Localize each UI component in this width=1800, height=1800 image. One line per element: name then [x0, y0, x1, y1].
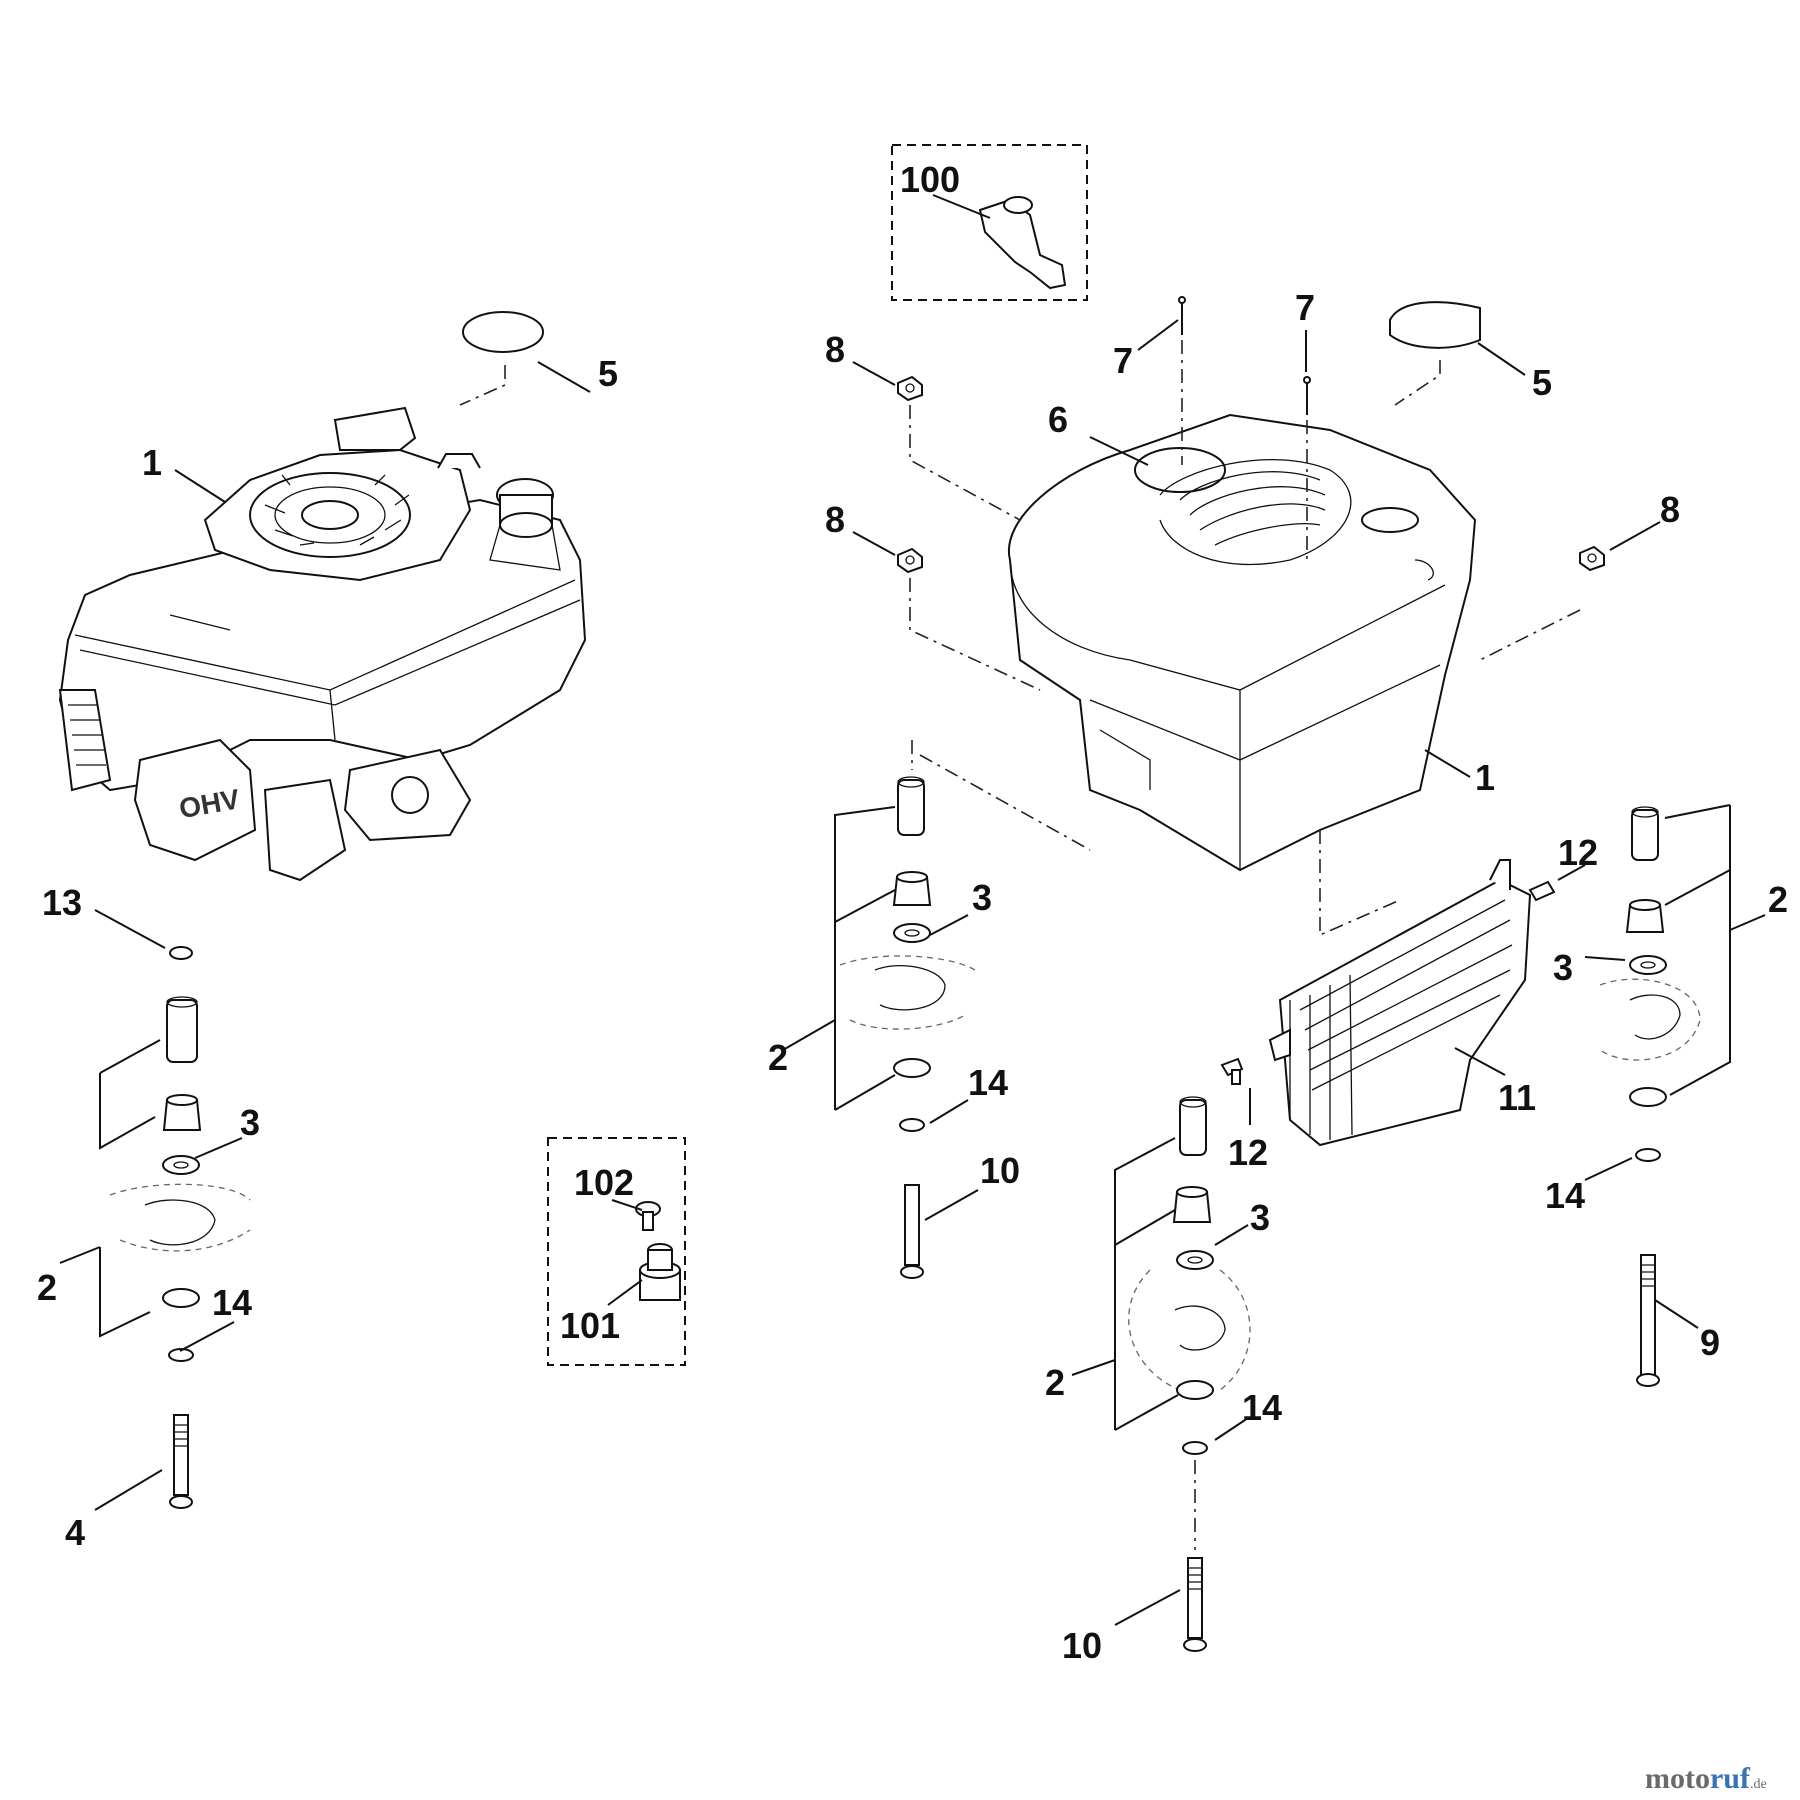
right-mount-stack	[1599, 806, 1701, 1387]
callout-3-lower: 3	[1250, 1197, 1270, 1238]
part-5-cap	[462, 311, 544, 353]
callout-12-lower: 12	[1228, 1132, 1268, 1173]
callout-101: 101	[560, 1305, 620, 1346]
callout-8-middle: 8	[825, 499, 845, 540]
callout-1-cover: 1	[1475, 757, 1495, 798]
leader-lines	[59, 194, 1766, 1626]
part-101-102-box	[547, 1137, 686, 1366]
callout-8-top: 8	[825, 329, 845, 370]
callout-9: 9	[1700, 1322, 1720, 1363]
callout-labels: 1 5 13 2 3 14 4 100 102 101 7 7 6 5 8 8 …	[37, 159, 1788, 1666]
part-8-nut-c	[1579, 545, 1605, 572]
callout-2-left: 2	[37, 1267, 57, 1308]
part-11-muffler	[1268, 859, 1532, 1147]
watermark-part3: .de	[1750, 1777, 1767, 1792]
callout-10-lower: 10	[1062, 1625, 1102, 1666]
svg-text:motoruf.de: motoruf.de	[1645, 1762, 1767, 1795]
callout-102: 102	[574, 1162, 634, 1203]
part-13-washer	[169, 946, 193, 960]
part-12-screw-a	[1528, 880, 1556, 902]
part-5-decal	[1389, 301, 1481, 349]
callout-12-upper: 12	[1558, 832, 1598, 873]
part-100-spark-plug-cap	[978, 196, 1067, 290]
callout-2-right: 2	[1768, 879, 1788, 920]
engine-cover	[1007, 413, 1477, 872]
middle-mount-stack	[839, 776, 976, 1279]
callout-7-right: 7	[1295, 287, 1315, 328]
watermark-logo: motoruf.de	[1645, 1762, 1767, 1795]
part-7-pin-right	[1303, 376, 1311, 415]
callout-14-middle: 14	[968, 1062, 1008, 1103]
callout-13: 13	[42, 882, 82, 923]
callout-6: 6	[1048, 399, 1068, 440]
callout-11: 11	[1498, 1077, 1536, 1118]
callout-3-middle: 3	[972, 877, 992, 918]
callout-100: 100	[900, 159, 960, 200]
callout-10-upper: 10	[980, 1150, 1020, 1191]
part-8-nut-b	[897, 547, 923, 574]
callout-4: 4	[65, 1512, 85, 1553]
part-8-nut-a	[897, 375, 923, 402]
lower-mount-stack	[1128, 1096, 1251, 1652]
watermark-part1: moto	[1645, 1762, 1710, 1795]
part-12-screw-b	[1220, 1057, 1244, 1085]
callout-14-left: 14	[212, 1282, 252, 1323]
callout-3-right: 3	[1553, 947, 1573, 988]
part-100-box	[891, 144, 1088, 301]
callout-5-left: 5	[598, 353, 618, 394]
callout-14-lower: 14	[1242, 1387, 1282, 1428]
callout-1-engine: 1	[142, 442, 162, 483]
callout-5-right: 5	[1532, 362, 1552, 403]
part-101-fitting	[639, 1243, 681, 1301]
callout-7-left: 7	[1113, 340, 1133, 381]
callout-8-right: 8	[1660, 489, 1680, 530]
left-mount-stack	[109, 996, 251, 1509]
callout-2-middle: 2	[768, 1037, 788, 1078]
engine-assembly: OHV	[58, 406, 587, 882]
part-102-screw	[635, 1201, 661, 1231]
callout-14-right: 14	[1545, 1175, 1585, 1216]
callout-2-lower: 2	[1045, 1362, 1065, 1403]
part-7-pin-left	[1178, 296, 1186, 335]
watermark-part2: ruf	[1710, 1762, 1751, 1795]
callout-3-left: 3	[240, 1102, 260, 1143]
